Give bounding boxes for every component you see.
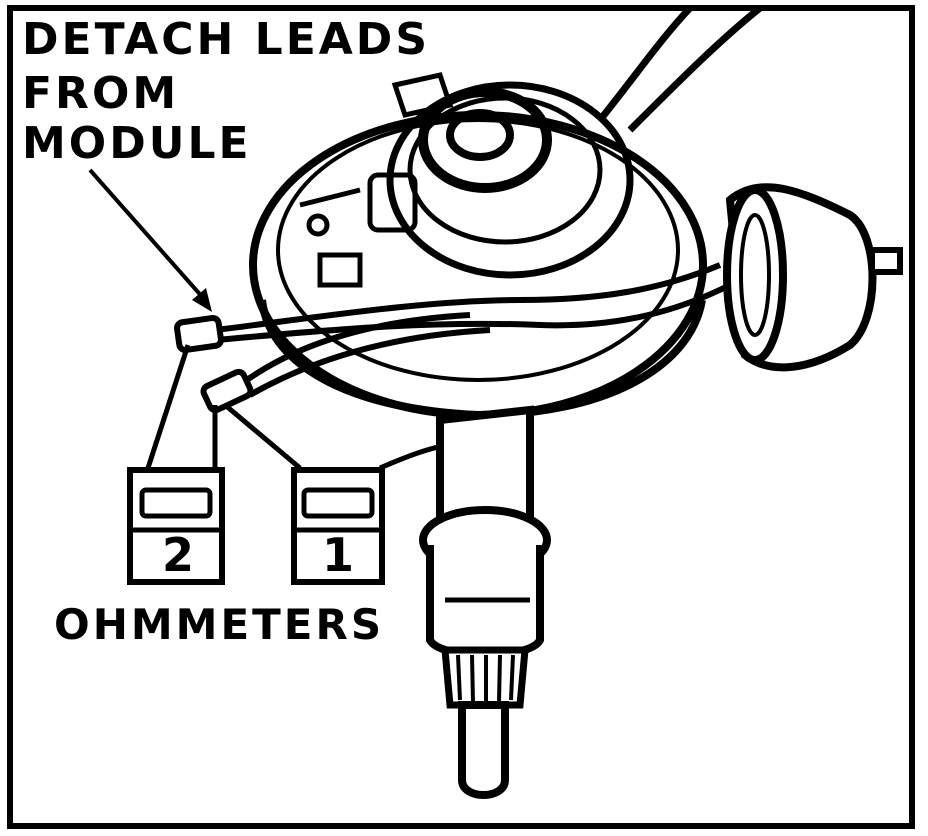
- frame-border: [7, 5, 915, 829]
- callout-text-line-3: MODULE: [22, 118, 252, 169]
- ohmmeter-1: [291, 467, 385, 585]
- ohmmeter-2: [127, 467, 225, 585]
- module-details: [299, 72, 454, 288]
- lead-wires: [214, 262, 732, 398]
- callout-arrow: [88, 168, 212, 312]
- shaft-tip: [458, 701, 509, 799]
- ohmmeter-1-number: 1: [321, 528, 354, 582]
- drive-gear: [441, 646, 529, 709]
- vacuum-advance-unit: [723, 183, 903, 372]
- ohmmeters-label: OHMMETERS: [54, 600, 385, 649]
- upper-wires: [597, 5, 763, 133]
- distributor-shaft: [419, 405, 551, 659]
- ohmmeter-2-number: 2: [161, 528, 194, 582]
- callout-text-line-1: DETACH LEADS: [22, 14, 431, 65]
- pickup-coil-rings: [386, 81, 634, 279]
- callout-text-line-2: FROM: [22, 68, 180, 119]
- lead-connectors: [174, 314, 254, 414]
